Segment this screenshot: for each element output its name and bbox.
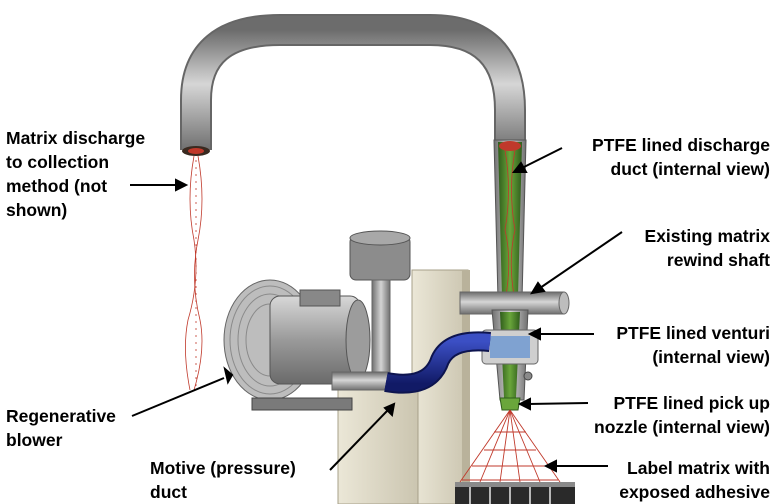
motive-pressure-duct xyxy=(384,331,491,394)
discharge-gooseneck-pipe xyxy=(180,13,526,156)
label-matrix-web xyxy=(455,482,575,504)
rewind-shaft xyxy=(459,291,570,315)
label-motive-duct: Motive (pressure) duct xyxy=(150,458,296,502)
blower-inlet-filter xyxy=(349,230,411,381)
regenerative-blower-body xyxy=(223,279,371,411)
label-matrix-discharge: Matrix discharge to collection method (n… xyxy=(6,128,146,220)
label-matrix-mesh xyxy=(459,409,561,483)
discharged-matrix-strand xyxy=(185,155,203,391)
label-ptfe-venturi: PTFE lined venturi (internal view) xyxy=(616,323,770,367)
ptfe-venturi xyxy=(481,309,539,401)
blower-outlet-elbow xyxy=(331,371,389,391)
label-pickup-nozzle: PTFE lined pick up nozzle (internal view… xyxy=(594,393,770,437)
label-label-matrix: Label matrix with exposed adhesive xyxy=(619,458,770,502)
label-regenerative-blower: Regenerative blower xyxy=(6,406,116,450)
label-ptfe-discharge-duct: PTFE lined discharge duct (internal view… xyxy=(592,135,770,179)
label-rewind-shaft: Existing matrix rewind shaft xyxy=(644,226,770,270)
ptfe-pickup-nozzle xyxy=(499,397,521,411)
leader-lines xyxy=(130,147,623,473)
